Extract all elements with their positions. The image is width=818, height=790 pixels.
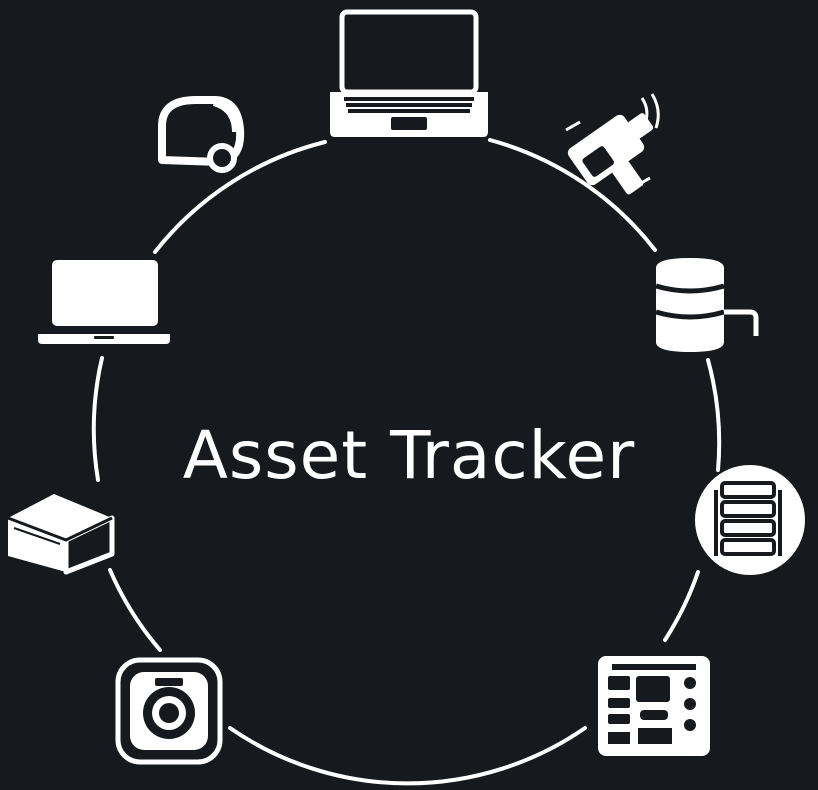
laptop-icon [38,260,170,344]
control-panel-icon [598,656,710,756]
ring-arc-bottom-left [108,568,162,652]
ring-arc-top-right [488,138,657,252]
laptop-icon [330,9,488,137]
package-box-icon [7,494,115,575]
ring-arc-bottom-right [228,726,587,786]
headset-icon [158,96,245,173]
ring-arc-left [91,356,104,482]
camera-icon [115,657,223,765]
database-icon [655,258,759,352]
diagram-title: Asset Tracker [182,417,636,494]
barcode-scanner-icon [565,93,660,195]
server-stack-icon [695,465,805,575]
ring-arc-right-lower [663,570,700,642]
ring-arc-top-left [153,140,327,254]
ring-arc-right-upper [706,358,722,472]
